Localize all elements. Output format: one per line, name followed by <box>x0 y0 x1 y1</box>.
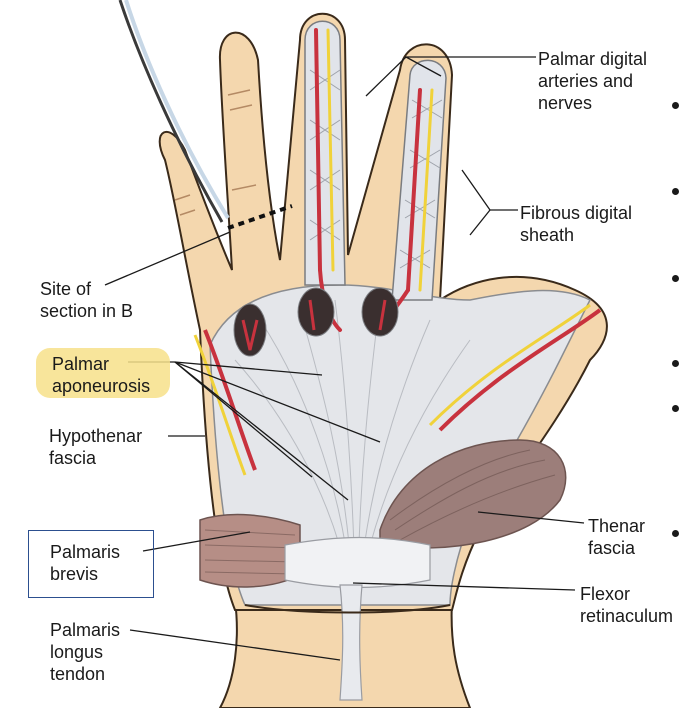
label-thenar-fascia: Thenar fascia <box>588 516 646 558</box>
slide-bullet <box>672 188 679 195</box>
palmaris-longus-tendon <box>339 584 363 701</box>
web-space-2 <box>297 287 335 337</box>
web-vessel <box>378 299 387 331</box>
label-palmar-digital-arteries-nerves: Palmar digital arteries and nerves <box>538 49 648 113</box>
web-vessel <box>308 299 316 331</box>
finger-crease <box>174 194 196 216</box>
thenar-fibers <box>389 449 556 541</box>
thumb-artery <box>438 308 602 432</box>
hypothenar-nerve <box>193 334 247 476</box>
section-dotted-line <box>227 204 293 230</box>
wrist-outline <box>244 604 451 614</box>
slide-bullet <box>672 530 679 537</box>
slide-bullet <box>672 102 679 109</box>
probe-body <box>124 0 230 220</box>
probe <box>118 0 224 223</box>
web-vessel <box>241 319 259 351</box>
label-fibrous-digital-sheath: Fibrous digital sheath <box>520 203 633 245</box>
thumb-nerve <box>428 303 591 427</box>
label-palmaris-brevis: Palmaris brevis <box>50 542 121 584</box>
aponeurosis-highlight <box>36 348 170 398</box>
hypothenar-artery <box>203 329 257 471</box>
slide-bullet <box>672 360 679 367</box>
palmaris-brevis-box <box>28 530 154 598</box>
label-site-of-section: Site of section in B <box>40 279 134 321</box>
middle-finger-sheath <box>304 20 346 286</box>
label-hypothenar-fascia: Hypothenar fascia <box>49 426 143 468</box>
label-palmaris-longus-tendon: Palmaris longus tendon <box>50 620 121 684</box>
slide-bullet <box>672 275 679 282</box>
flexor-retinaculum-band <box>284 536 431 589</box>
finger-crease <box>227 89 257 191</box>
thenar-muscle <box>379 439 567 549</box>
slide-bullet <box>672 405 679 412</box>
web-space-1 <box>233 303 267 357</box>
web-space-3 <box>361 287 399 337</box>
sheath-cross-fibers <box>309 69 443 269</box>
ring-finger-sheath <box>391 59 447 301</box>
label-palmar-aponeurosis: Palmar aponeurosis <box>52 354 151 396</box>
label-flexor-retinaculum: Flexor retinaculum <box>580 584 674 626</box>
leader-lines <box>104 56 585 661</box>
